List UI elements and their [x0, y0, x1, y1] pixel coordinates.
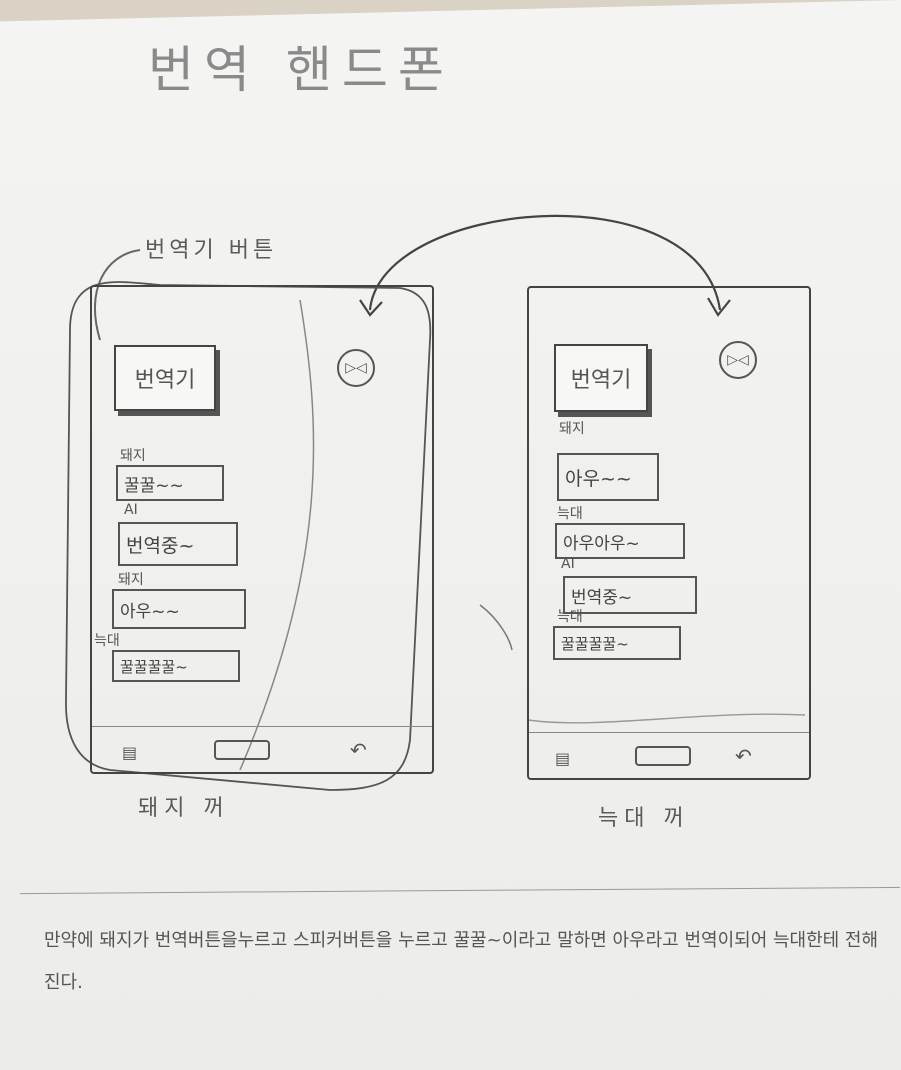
annotation-line [94, 249, 141, 341]
speaker-icon[interactable]: ▷◁ [337, 349, 375, 387]
message-bubble: 번역중~ [118, 522, 238, 566]
message-bubble: 아우~~ [112, 589, 246, 629]
home-button[interactable] [214, 740, 270, 760]
description-text: 만약에 돼지가 번역버튼을누르고 스피커버튼을 누르고 꿀꿀~이라고 말하면 아… [44, 930, 879, 993]
phone-screen-line [527, 713, 806, 724]
translate-button-annotation: 번역기 버튼 [145, 238, 278, 263]
message-speaker: 늑대 [557, 609, 583, 625]
wolf-phone-caption: 늑대 꺼 [598, 806, 690, 831]
home-button[interactable] [635, 746, 691, 766]
message-speaker: AI [124, 502, 138, 518]
speaker-icon[interactable]: ▷◁ [719, 341, 757, 379]
translate-button[interactable]: 번역기 [114, 345, 216, 411]
page-title: 번역 핸드폰 [148, 41, 454, 99]
wolf-phone: 번역기 ▷◁ 돼지 아우~~ 늑대 아우아우~ AI 번역중~ 늑대 꿀꿀꿀꿀~… [527, 286, 811, 780]
recent-apps-icon[interactable]: ▤ [555, 749, 571, 768]
swap-arrow [368, 214, 722, 311]
message-bubble: 아우~~ [557, 453, 659, 501]
arrow-head-left [359, 299, 383, 317]
arrow-head-right [707, 297, 731, 317]
message-speaker: 늑대 [557, 506, 583, 522]
recent-apps-icon[interactable]: ▤ [122, 743, 138, 762]
nav-bar: ▤ ↶ [92, 726, 432, 772]
message-bubble: 번역중~ [563, 576, 697, 614]
message-speaker: 늑대 [94, 633, 120, 649]
message-speaker: 돼지 [118, 572, 144, 588]
back-icon[interactable]: ↶ [350, 738, 367, 762]
message-speaker: 돼지 [559, 421, 585, 437]
nav-bar: ▤ ↶ [529, 732, 809, 778]
back-icon[interactable]: ↶ [735, 744, 752, 768]
phone-scratch-line [479, 604, 513, 651]
pig-phone-caption: 돼지 꺼 [138, 796, 230, 821]
pig-phone: 번역기 ▷◁ 돼지 꿀꿀~~ AI 번역중~ 돼지 아우~~ 늑대 꿀꿀꿀꿀~ … [90, 285, 434, 774]
translate-button[interactable]: 번역기 [554, 344, 648, 412]
phone-fold-line [239, 299, 315, 771]
message-bubble: 아우아우~ [555, 523, 685, 559]
message-speaker: AI [561, 556, 575, 572]
message-speaker: 돼지 [120, 448, 146, 464]
phone-outline-sketch [65, 281, 432, 791]
message-bubble: 꿀꿀~~ [116, 465, 224, 501]
message-bubble: 꿀꿀꿀꿀~ [553, 626, 681, 660]
message-bubble: 꿀꿀꿀꿀~ [112, 650, 240, 682]
